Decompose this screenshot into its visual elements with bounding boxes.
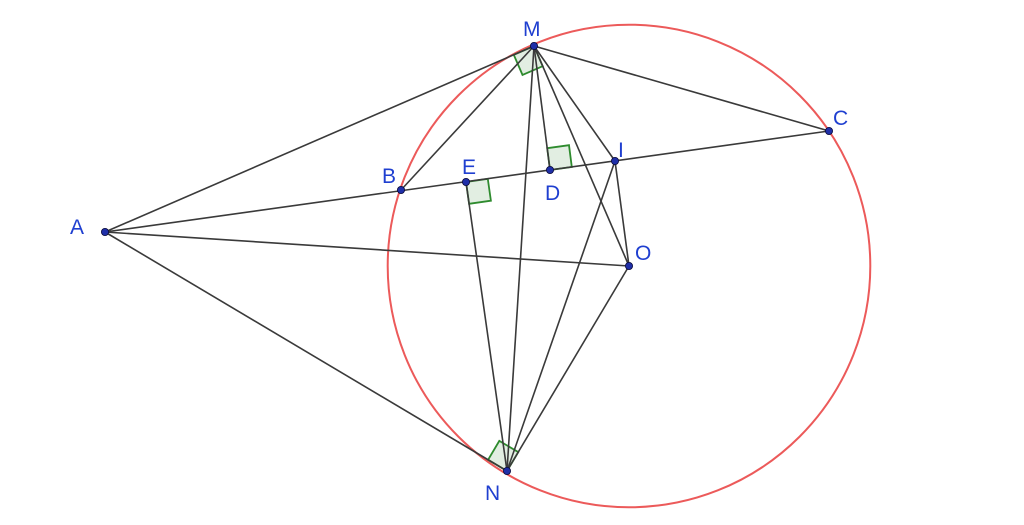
point-C	[825, 127, 834, 136]
point-I	[611, 156, 620, 165]
label-N: N	[485, 482, 500, 505]
segment-MC	[533, 45, 830, 132]
segment-MO	[533, 45, 630, 267]
segment-IN	[506, 160, 616, 472]
point-B	[396, 185, 405, 194]
point-O	[625, 261, 634, 270]
segment-NO	[506, 265, 630, 472]
segment-IO	[614, 160, 630, 267]
label-A: A	[70, 216, 84, 239]
point-N	[502, 466, 511, 475]
point-M	[530, 42, 539, 51]
circle-O	[386, 23, 872, 509]
label-B: B	[382, 165, 396, 188]
segment-AN	[104, 231, 508, 472]
label-D: D	[545, 182, 560, 205]
segment-MN	[506, 45, 535, 472]
label-O: O	[635, 242, 651, 265]
point-D	[546, 165, 555, 174]
right-angle-M	[512, 44, 544, 77]
label-M: M	[523, 18, 541, 41]
point-A	[101, 227, 110, 236]
segment-MB	[400, 45, 535, 191]
segment-AM	[104, 45, 535, 233]
label-C: C	[833, 107, 848, 130]
segment-MI	[533, 45, 616, 162]
segment-MD	[533, 45, 551, 171]
label-E: E	[462, 156, 476, 179]
segment-AO	[104, 231, 630, 267]
label-I: I	[618, 139, 624, 162]
segment-EN	[465, 181, 508, 472]
point-E	[461, 177, 470, 186]
